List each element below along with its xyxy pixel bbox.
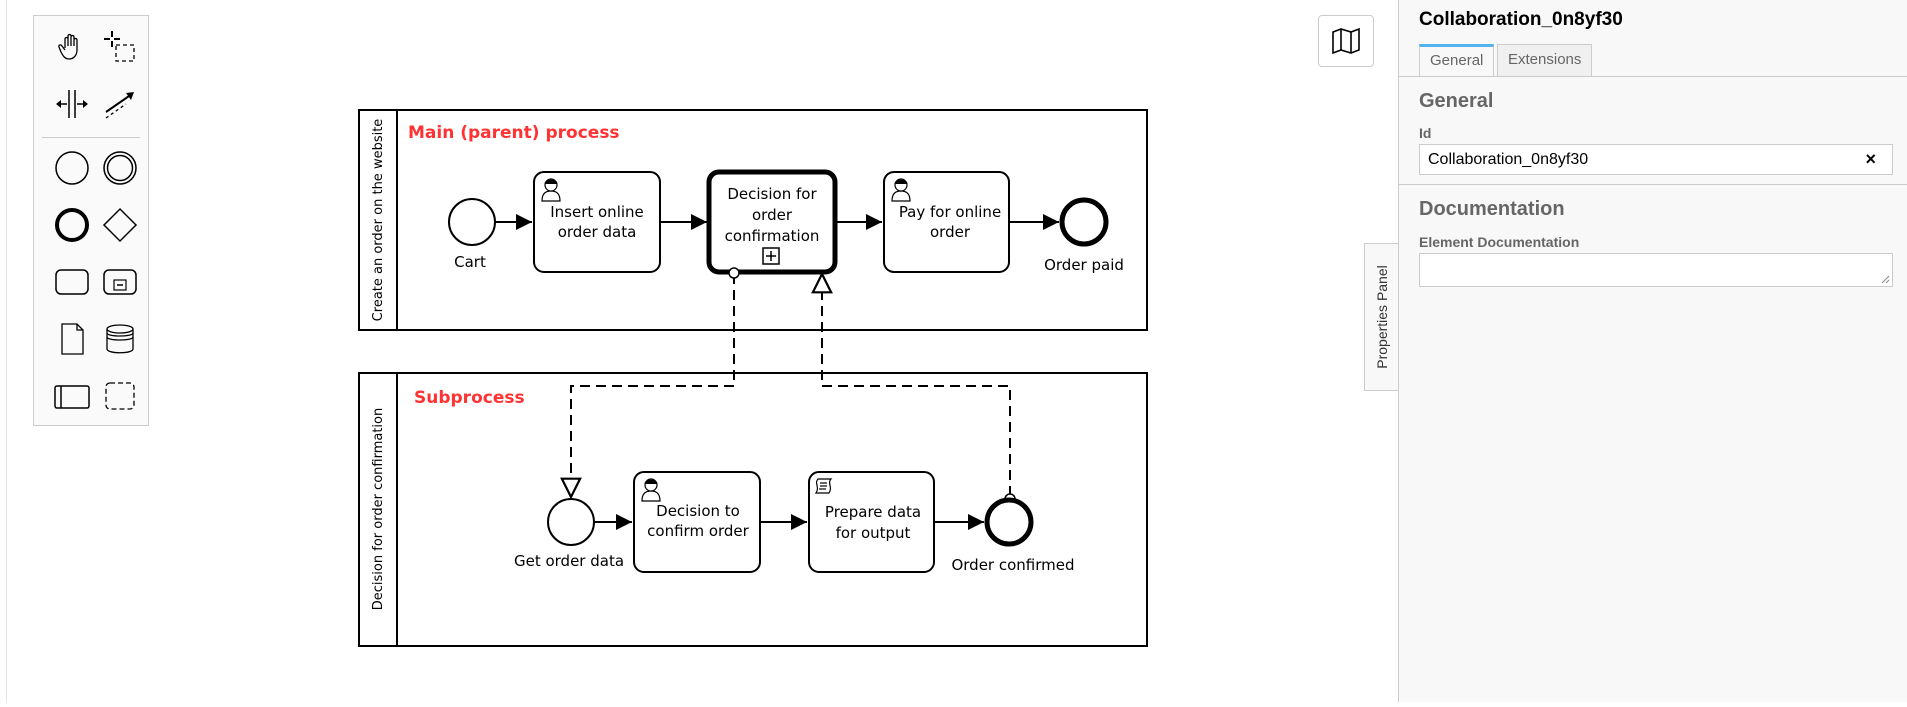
end-event-icon[interactable] (50, 203, 94, 247)
task-prepare-data-label-line2: for output (836, 524, 911, 542)
palette-separator (42, 137, 140, 138)
hand-tool-icon[interactable] (50, 25, 94, 69)
clear-id-button[interactable]: × (1865, 149, 1876, 169)
resize-grip-icon[interactable] (1880, 274, 1890, 284)
start-event-get-order-data[interactable]: Get order data (514, 498, 624, 570)
end-event-order-paid[interactable]: Order paid (1044, 197, 1124, 274)
task-pay-order-label-line1: Pay for online (899, 203, 1001, 221)
participant-icon[interactable] (50, 374, 94, 418)
script-task-icon (814, 478, 833, 494)
global-connect-tool-icon[interactable] (98, 82, 142, 126)
id-input-value: Collaboration_0n8yf30 (1428, 151, 1589, 168)
group-documentation-title: Documentation (1419, 198, 1565, 220)
task-icon[interactable] (50, 260, 94, 304)
end-event-order-confirmed-label: Order confirmed (951, 556, 1074, 574)
tab-extensions[interactable]: Extensions (1497, 44, 1593, 76)
minimap-toggle-button[interactable] (1318, 15, 1374, 67)
task-insert-order-data[interactable]: Insert online order data (533, 171, 661, 273)
tool-palette (33, 15, 149, 426)
group-icon[interactable] (98, 374, 142, 418)
map-icon (1332, 27, 1360, 55)
pool-subprocess[interactable]: Decision for order confirmation Subproce… (358, 372, 1148, 647)
start-event-cart-label: Cart (454, 253, 486, 271)
id-input[interactable]: Collaboration_0n8yf30 × (1419, 144, 1893, 175)
task-pay-order[interactable]: Pay for online order (883, 171, 1010, 273)
collapsed-subprocess-marker-icon (762, 247, 780, 265)
tab-general[interactable]: General (1419, 44, 1495, 76)
pool-subprocess-label: Decision for order confirmation (371, 408, 386, 610)
lasso-tool-icon[interactable] (98, 25, 142, 69)
start-event-get-order-data-label: Get order data (514, 552, 624, 570)
group-divider (1399, 184, 1907, 185)
task-decision-confirm-label-line2: confirm order (647, 522, 749, 540)
subprocess-icon[interactable] (98, 260, 142, 304)
user-task-icon (541, 178, 561, 202)
end-event-order-paid-label: Order paid (1044, 256, 1124, 274)
left-border (0, 0, 7, 702)
start-event-icon[interactable] (50, 146, 94, 190)
user-task-icon (641, 478, 661, 502)
task-insert-order-data-label-line2: order data (558, 223, 637, 241)
space-tool-icon[interactable] (50, 82, 94, 126)
task-prepare-data[interactable]: Prepare data for output (808, 471, 935, 573)
message-flows[interactable] (571, 274, 1011, 497)
intermediate-event-icon[interactable] (98, 146, 142, 190)
data-object-icon[interactable] (50, 317, 94, 361)
annotation-main-process: Main (parent) process (408, 123, 620, 143)
properties-panel-toggle[interactable]: Properties Panel (1364, 243, 1398, 391)
tabs-divider (1399, 76, 1907, 77)
pool-main[interactable]: Create an order on the website Main (par… (358, 109, 1148, 331)
properties-panel-toggle-label: Properties Panel (1373, 265, 1390, 369)
gateway-icon[interactable] (98, 203, 142, 247)
annotation-subprocess: Subprocess (414, 388, 525, 408)
start-event-cart[interactable]: Cart (448, 198, 496, 271)
properties-tabs: General Extensions (1419, 44, 1907, 77)
task-decision-confirm-label-line1: Decision to (656, 502, 740, 520)
data-store-icon[interactable] (98, 317, 142, 361)
task-prepare-data-label-line1: Prepare data (825, 503, 921, 521)
task-pay-order-label-line2: order (930, 223, 971, 241)
pool-main-label: Create an order on the website (371, 119, 386, 322)
user-task-icon (891, 178, 911, 202)
call-activity-decision-label-line1: Decision for (727, 185, 817, 203)
group-general-title: General (1419, 90, 1494, 112)
call-activity-decision-label-line2: order (752, 206, 793, 224)
diagram-canvas[interactable]: Create an order on the website Main (par… (0, 0, 1400, 702)
end-event-order-confirmed[interactable]: Order confirmed (951, 497, 1075, 574)
task-insert-order-data-label-line1: Insert online (550, 203, 644, 221)
id-field-label: Id (1419, 125, 1432, 141)
task-decision-confirm[interactable]: Decision to confirm order (633, 471, 761, 573)
properties-panel-title: Collaboration_0n8yf30 (1419, 9, 1623, 30)
call-activity-decision[interactable]: Decision for order confirmation (706, 169, 838, 275)
element-documentation-label: Element Documentation (1419, 234, 1580, 250)
properties-panel: Collaboration_0n8yf30 General Extensions… (1398, 0, 1907, 702)
call-activity-decision-label-line3: confirmation (725, 227, 820, 245)
element-documentation-textarea[interactable] (1419, 253, 1893, 287)
